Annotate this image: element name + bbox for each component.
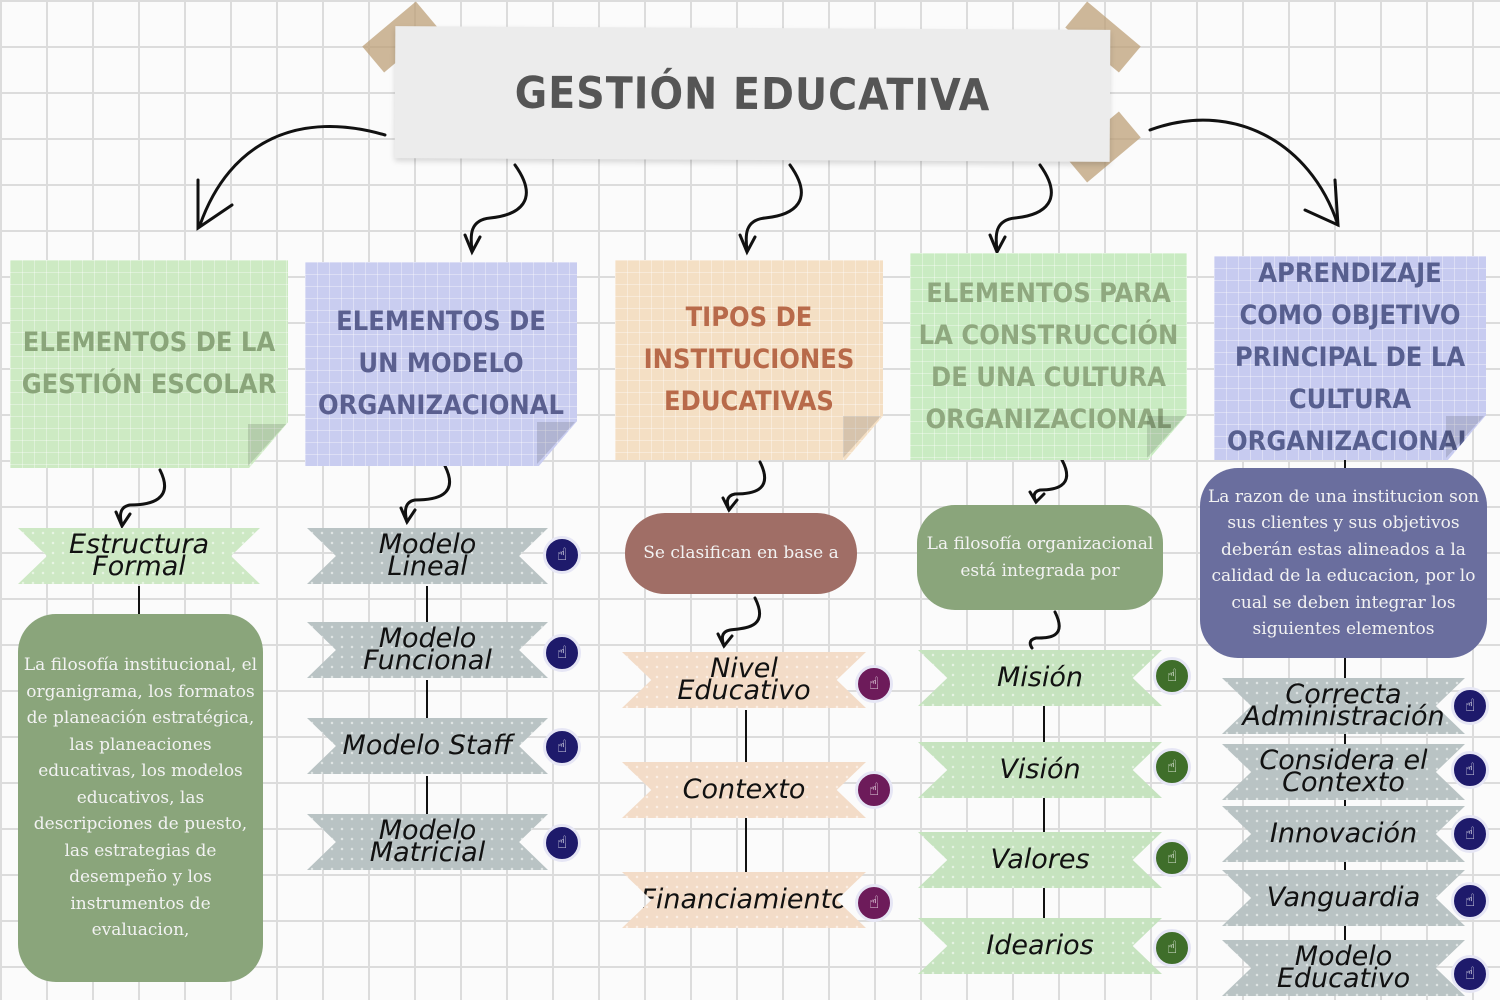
ribbon-item[interactable]: Misión (918, 650, 1162, 706)
hand-pointer-icon[interactable]: ☝ (543, 824, 581, 862)
description-bubble: La razon de una institucion son sus clie… (1200, 468, 1487, 658)
hand-pointer-icon[interactable]: ☝ (1451, 955, 1489, 993)
hand-pointer-icon[interactable]: ☝ (1451, 882, 1489, 920)
ribbon-item[interactable]: Modelo Matricial (307, 814, 548, 870)
hand-pointer-icon[interactable]: ☝ (543, 634, 581, 672)
description-bubble: Se clasifican en base a (625, 513, 857, 594)
ribbon-item[interactable]: Financiamiento (622, 872, 866, 928)
connector-line (1043, 888, 1045, 918)
ribbon-item[interactable]: Innovación (1222, 806, 1465, 862)
ribbon-item[interactable]: Correcta Administración (1222, 678, 1465, 734)
description-bubble: La filosofía institucional, el organigra… (18, 614, 263, 982)
connector-line (1043, 706, 1045, 742)
header-note-3: TIPOS DE INSTITUCIONES EDUCATIVAS (615, 260, 883, 460)
ribbon-item[interactable]: Vanguardia (1222, 870, 1465, 926)
header-note-5: APRENDIZAJE COMO OBJETIVO PRINCIPAL DE L… (1214, 256, 1486, 460)
hand-pointer-icon[interactable]: ☝ (1153, 657, 1191, 695)
connector-line (745, 710, 747, 762)
ribbon-item[interactable]: Modelo Staff (307, 718, 548, 774)
hand-pointer-icon[interactable]: ☝ (855, 884, 893, 922)
connector-line (1344, 734, 1346, 744)
connector-line (1344, 458, 1346, 470)
ribbon-item[interactable]: Modelo Educativo (1222, 940, 1465, 996)
hand-pointer-icon[interactable]: ☝ (855, 771, 893, 809)
ribbon-item[interactable]: Estructura Formal (18, 528, 260, 584)
hand-pointer-icon[interactable]: ☝ (1451, 815, 1489, 853)
connector-line (745, 818, 747, 872)
connector-line (1344, 926, 1346, 940)
header-note-4: ELEMENTOS PARA LA CONSTRUCCIÓN DE UNA CU… (910, 253, 1187, 460)
ribbon-item[interactable]: Considera el Contexto (1222, 744, 1465, 800)
ribbon-item[interactable]: Nivel Educativo (622, 652, 866, 708)
hand-pointer-icon[interactable]: ☝ (1153, 839, 1191, 877)
header-note-2: ELEMENTOS DE UN MODELO ORGANIZACIONAL (305, 262, 577, 466)
connector-line (1344, 658, 1346, 678)
page-title: GESTIÓN EDUCATIVA (394, 26, 1111, 162)
connector-line (1344, 862, 1346, 870)
header-note-1: ELEMENTOS DE LA GESTIÓN ESCOLAR (10, 260, 288, 468)
ribbon-item[interactable]: Modelo Lineal (307, 528, 548, 584)
ribbon-item[interactable]: Modelo Funcional (307, 622, 548, 678)
ribbon-item[interactable]: Valores (918, 832, 1162, 888)
hand-pointer-icon[interactable]: ☝ (1451, 687, 1489, 725)
connector-line (1344, 800, 1346, 806)
ribbon-item[interactable]: Contexto (622, 762, 866, 818)
connector-line (426, 776, 428, 814)
hand-pointer-icon[interactable]: ☝ (1451, 751, 1489, 789)
hand-pointer-icon[interactable]: ☝ (543, 728, 581, 766)
ribbon-item[interactable]: Visión (918, 742, 1162, 798)
hand-pointer-icon[interactable]: ☝ (543, 536, 581, 574)
description-bubble: La filosofía organizacional está integra… (917, 505, 1163, 610)
hand-pointer-icon[interactable]: ☝ (1153, 929, 1191, 967)
hand-pointer-icon[interactable]: ☝ (1153, 748, 1191, 786)
connector-line (138, 586, 140, 614)
ribbon-item[interactable]: Idearios (918, 918, 1162, 974)
connector-line (426, 586, 428, 622)
connector-line (426, 680, 428, 718)
connector-line (1043, 798, 1045, 832)
hand-pointer-icon[interactable]: ☝ (855, 665, 893, 703)
